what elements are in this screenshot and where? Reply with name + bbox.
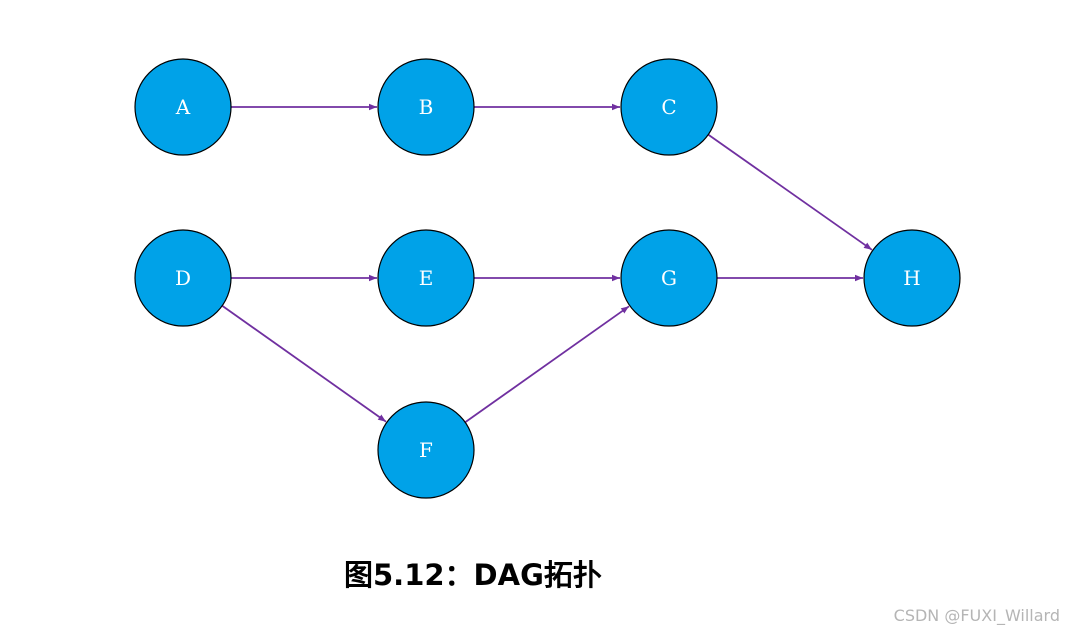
edge-d-f	[221, 304, 387, 423]
node-label: C	[661, 95, 676, 119]
node-b: B	[377, 58, 475, 156]
node-g: G	[620, 229, 718, 327]
node-circle	[134, 58, 232, 156]
node-circle	[377, 229, 475, 327]
node-label: G	[661, 266, 677, 290]
node-f: F	[377, 401, 475, 499]
node-circle	[620, 229, 718, 327]
node-label: F	[419, 438, 433, 462]
node-label: A	[175, 95, 191, 119]
node-d: D	[134, 229, 232, 327]
edges	[221, 103, 873, 424]
edge-c-h	[707, 133, 873, 251]
edge-f-g	[464, 305, 630, 424]
node-circle	[377, 58, 475, 156]
figure-caption: 图5.12：DAG拓扑	[344, 558, 602, 592]
node-label: D	[175, 266, 191, 290]
node-a: A	[134, 58, 232, 156]
node-label: H	[903, 266, 920, 290]
node-h: H	[863, 229, 961, 327]
node-c: C	[620, 58, 718, 156]
node-label: B	[419, 95, 434, 119]
node-label: E	[419, 266, 434, 290]
node-circle	[863, 229, 961, 327]
node-circle	[377, 401, 475, 499]
watermark: CSDN @FUXI_Willard	[893, 606, 1060, 625]
node-circle	[134, 229, 232, 327]
node-circle	[620, 58, 718, 156]
nodes: A B C D E F G H	[134, 58, 961, 499]
node-e: E	[377, 229, 475, 327]
